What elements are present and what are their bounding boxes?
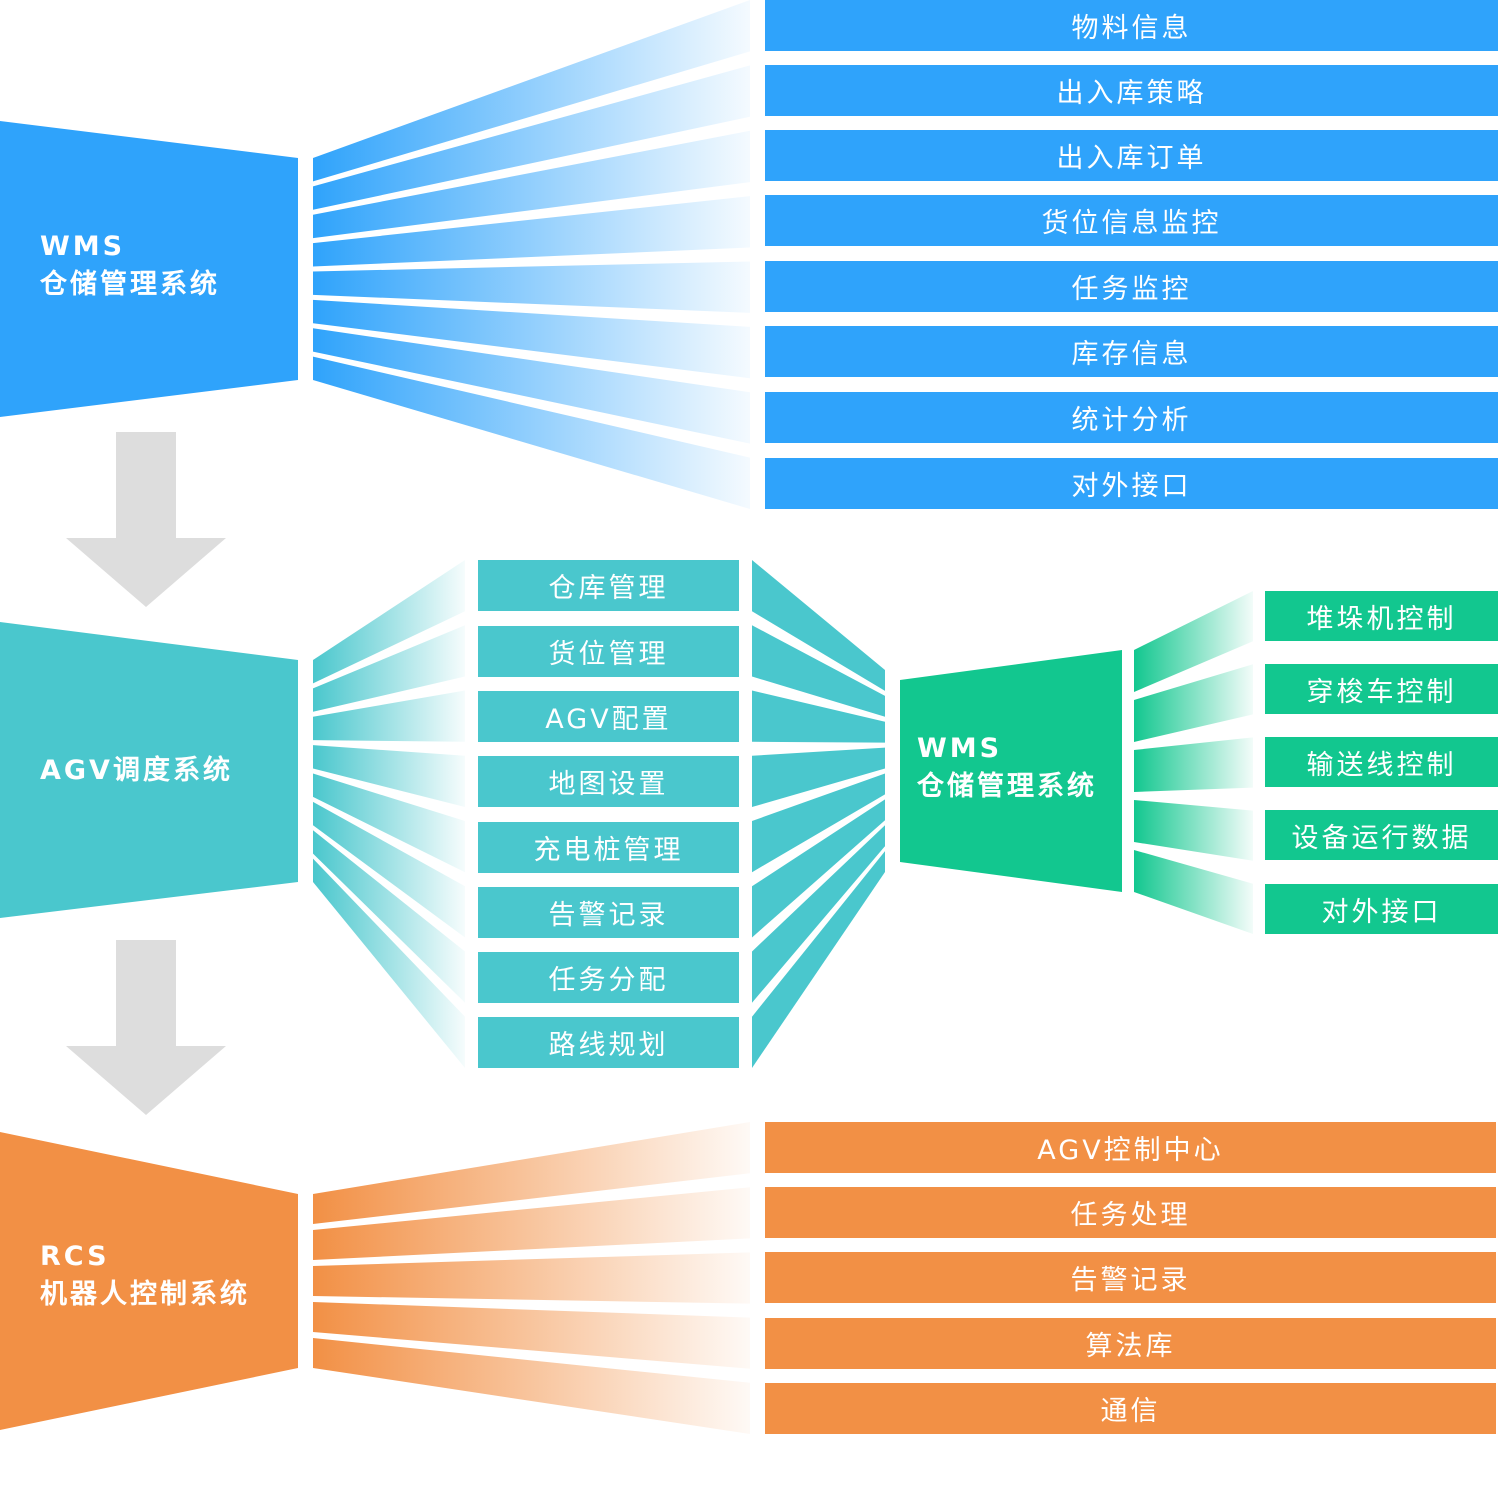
agv-system-label: AGV调度系统 (40, 752, 233, 790)
down-arrow-icon (66, 940, 226, 1115)
connector-band (313, 1122, 750, 1224)
wms-sub-module-item: 堆垛机控制 (1265, 591, 1498, 641)
wms-sub-module-item: 对外接口 (1265, 884, 1498, 934)
agv-module-item: 任务分配 (478, 952, 739, 1003)
connector-band (752, 560, 885, 691)
connector-band (313, 1187, 750, 1260)
wms-sub-module-item: 输送线控制 (1265, 737, 1498, 787)
connector-band (313, 65, 750, 210)
wms-module-item: 库存信息 (765, 326, 1498, 377)
connector-band (313, 0, 750, 182)
wms-connector-fan (313, 0, 750, 509)
connector-band (313, 801, 465, 938)
connector-band (313, 858, 465, 1068)
agv-module-item: AGV配置 (478, 691, 739, 742)
agv-module-item: 充电桩管理 (478, 822, 739, 873)
wms-sub-system-block (900, 650, 1122, 892)
connector-band (313, 196, 750, 267)
rcs-system-label-line2: 机器人控制系统 (40, 1279, 250, 1310)
connector-band (313, 830, 465, 1003)
agv-module-item: 地图设置 (478, 756, 739, 807)
connector-band (313, 1338, 750, 1434)
rcs-module-item: 通信 (765, 1383, 1496, 1434)
connector-band (1134, 737, 1253, 792)
down-arrow-icon (66, 432, 226, 607)
connector-band (752, 625, 885, 717)
wms-system-block (0, 121, 298, 417)
wms-sub-connector-fan (1134, 591, 1253, 934)
rcs-system-block (0, 1132, 298, 1430)
wms-sub-system-label: WMS 仓储管理系统 (917, 730, 1097, 806)
rcs-system-label: RCS 机器人控制系统 (40, 1238, 250, 1314)
agv-module-item: 货位管理 (478, 626, 739, 677)
connector-band (313, 356, 750, 509)
wms-module-item: 对外接口 (765, 458, 1498, 509)
agv-connector-fan-left (313, 560, 465, 1068)
wms-sub-module-item: 设备运行数据 (1265, 810, 1498, 860)
agv-connector-fan-right (752, 560, 885, 1068)
connector-band (1134, 850, 1253, 934)
wms-system-label: WMS 仓储管理系统 (40, 228, 220, 304)
wms-system-label-line2: 仓储管理系统 (40, 269, 220, 300)
connector-band (752, 747, 885, 807)
connector-band (752, 799, 885, 938)
wms-module-item: 物料信息 (765, 0, 1498, 51)
wms-module-item: 出入库订单 (765, 130, 1498, 181)
connector-band (313, 690, 465, 742)
rcs-module-item: 算法库 (765, 1318, 1496, 1369)
rcs-module-item: 任务处理 (765, 1187, 1496, 1238)
rcs-module-item: 告警记录 (765, 1252, 1496, 1303)
wms-module-item: 任务监控 (765, 261, 1498, 312)
agv-module-item: 告警记录 (478, 887, 739, 938)
connector-band (313, 130, 750, 239)
connector-band (1134, 664, 1253, 742)
connector-band (752, 773, 885, 873)
connector-band (313, 1302, 750, 1369)
rcs-connector-fan (313, 1122, 750, 1434)
connector-band (313, 261, 750, 313)
connector-band (313, 299, 750, 379)
connector-band (313, 1252, 750, 1304)
agv-module-item: 路线规划 (478, 1017, 739, 1068)
connector-band (752, 690, 885, 743)
connector-band (313, 773, 465, 873)
rcs-system-label-line1: RCS (40, 1241, 110, 1272)
agv-module-item: 仓库管理 (478, 560, 739, 611)
wms-sub-system-label-line1: WMS (917, 733, 1003, 764)
connector-band (313, 328, 750, 444)
agv-system-block (0, 622, 298, 918)
connector-band (1134, 591, 1253, 692)
connector-band (313, 745, 465, 807)
connector-band (313, 625, 465, 712)
wms-module-item: 出入库策略 (765, 65, 1498, 116)
wms-sub-system-label-line2: 仓储管理系统 (917, 771, 1097, 802)
wms-system-label-line1: WMS (40, 231, 126, 262)
connector-band (752, 851, 885, 1068)
connector-band (1134, 800, 1253, 861)
connector-band (752, 825, 885, 1003)
wms-module-item: 货位信息监控 (765, 195, 1498, 246)
rcs-module-item: AGV控制中心 (765, 1122, 1496, 1173)
wms-sub-module-item: 穿梭车控制 (1265, 664, 1498, 714)
wms-module-item: 统计分析 (765, 392, 1498, 443)
agv-system-label-line1: AGV调度系统 (40, 755, 233, 786)
connector-band (313, 560, 465, 684)
